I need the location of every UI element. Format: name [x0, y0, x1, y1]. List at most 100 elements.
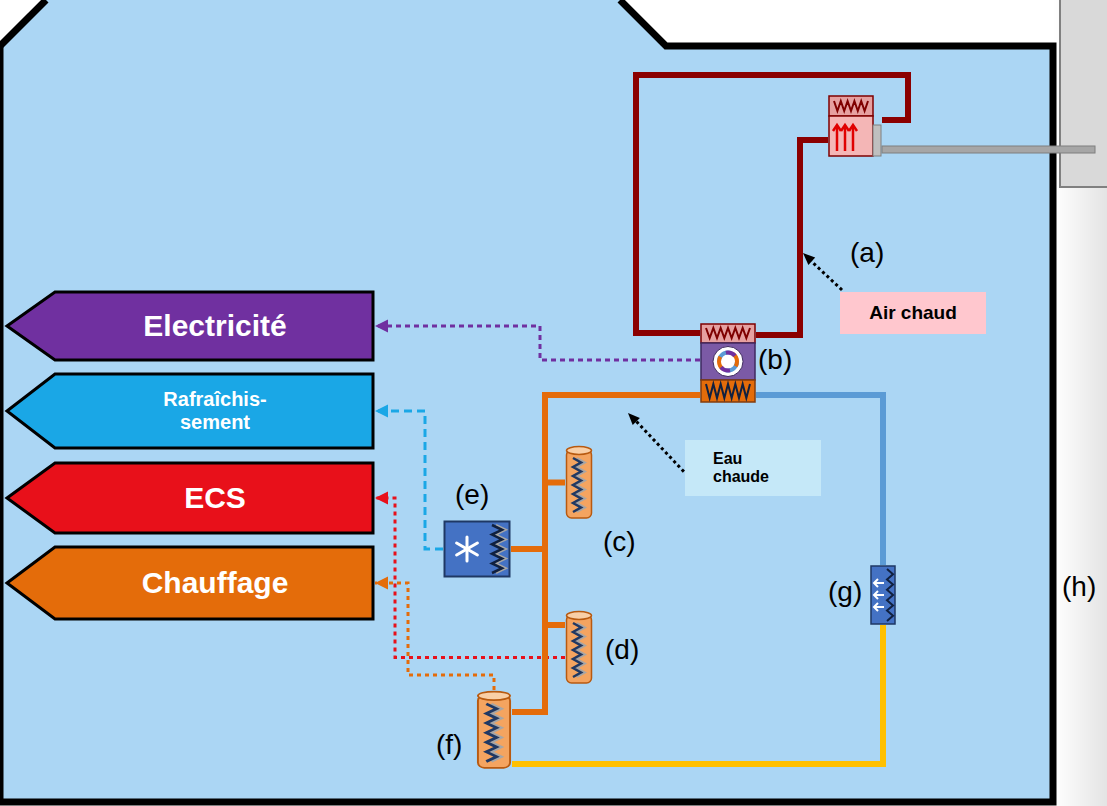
- icon-part: [849, 125, 857, 131]
- component-icon: [443, 520, 511, 578]
- component-icon: [828, 95, 882, 157]
- icon-part: [871, 566, 895, 624]
- arrowhead: [375, 405, 388, 418]
- arrowhead: [375, 320, 388, 333]
- storage-tank: (d): [565, 610, 593, 685]
- arrowhead: [375, 492, 388, 505]
- energy-flow-arrow: [375, 405, 443, 550]
- callout-text: Eau chaude: [713, 450, 793, 487]
- icon-part: [713, 347, 743, 377]
- leader-arrowhead: [628, 413, 640, 425]
- icon-part: [457, 543, 478, 555]
- icon-part: [834, 101, 868, 111]
- icon-part: [887, 569, 893, 621]
- icon-part: [719, 353, 737, 371]
- house-body: [0, 0, 1053, 802]
- icon-part: [852, 126, 855, 151]
- arrow-outline: [7, 292, 373, 360]
- icon-part: [874, 579, 884, 611]
- icon-part: [719, 353, 737, 371]
- roof-line: [0, 0, 46, 46]
- icon-part: [492, 525, 502, 573]
- icon-part: [701, 343, 755, 380]
- storage-tank: (c): [565, 445, 593, 520]
- chimney: [1060, 0, 1107, 187]
- energy-flow-arrow: [375, 492, 565, 658]
- icon-part: [573, 623, 581, 677]
- callout-number: (c): [603, 527, 636, 558]
- pipe-line: [545, 395, 700, 625]
- callout-number: (g): [828, 577, 862, 608]
- icon-part: [478, 695, 510, 768]
- icon-part: [445, 522, 510, 577]
- icon-part: [573, 458, 581, 512]
- icon-part: [833, 125, 857, 151]
- arrow-label-area: ECS: [55, 461, 375, 535]
- callout-box: Air chaud: [840, 292, 986, 334]
- output-arrow: Electricité: [5, 290, 375, 362]
- pipe-connector: [512, 395, 700, 712]
- component-icon: [565, 610, 593, 685]
- arrow-label-area: Electricité: [55, 290, 375, 362]
- icon-part: [567, 450, 592, 518]
- icon-part: [706, 328, 750, 338]
- arrow-outline: [7, 374, 373, 448]
- leader-line: [810, 260, 842, 290]
- callout-number: (a): [850, 238, 884, 269]
- energy-flow-arrow: [375, 577, 494, 691]
- chiller-unit: (e): [443, 520, 511, 578]
- icon-part: [833, 125, 841, 131]
- callout-number: (f): [436, 730, 462, 761]
- output-label: ECS: [184, 481, 246, 516]
- component-icon: [565, 445, 593, 520]
- energy-flow-arrow: [375, 320, 700, 361]
- output-label: Chauffage: [142, 566, 289, 601]
- pipe-connector: [511, 395, 700, 549]
- arrow-label-area: Chauffage: [55, 545, 375, 621]
- callout-number: (d): [605, 635, 639, 666]
- heat-exchanger: (g): [870, 565, 896, 625]
- dotted-line: [375, 498, 565, 658]
- icon-part: [829, 96, 873, 116]
- heater-unit: (a): [828, 95, 882, 157]
- flue-pipe: [882, 146, 1095, 153]
- icon-part: [577, 623, 585, 677]
- icon-part: [844, 126, 847, 151]
- icon-part: [457, 537, 478, 561]
- icon-part: [701, 324, 755, 343]
- dotted-line: [375, 583, 494, 690]
- icon-part: [874, 603, 878, 611]
- leader-arrowhead: [803, 253, 815, 265]
- output-label: Electricité: [143, 309, 286, 344]
- component-icon: [476, 690, 512, 770]
- icon-part: [829, 116, 873, 156]
- output-arrow: Rafraîchis- sement: [5, 372, 375, 450]
- icon-part: [567, 612, 592, 620]
- output-arrow: Chauffage: [5, 545, 375, 621]
- leader-line: [636, 421, 688, 476]
- icon-part: [841, 125, 849, 131]
- pipe-line: [511, 395, 700, 549]
- icon-part: [874, 591, 878, 599]
- output-arrow: ECS: [5, 461, 375, 535]
- arrow-outline: [7, 547, 373, 619]
- icon-part: [873, 125, 881, 156]
- component-icon: [700, 323, 756, 403]
- icon-part: [567, 447, 592, 455]
- house-wall: [0, 0, 1053, 802]
- cogeneration-unit: (b): [700, 323, 756, 403]
- icon-part: [577, 458, 585, 512]
- callout-number: (b): [758, 345, 792, 376]
- icon-part: [874, 579, 878, 587]
- icon-part: [457, 543, 478, 555]
- arrow-label-area: Rafraîchis- sement: [55, 372, 375, 450]
- callout-number: (h): [1062, 572, 1096, 603]
- storage-tank: (f): [476, 690, 512, 770]
- output-label: Rafraîchis- sement: [150, 388, 280, 434]
- callout-number: (e): [455, 480, 489, 511]
- icon-part: [491, 704, 501, 762]
- callout-box: Eau chaude: [685, 440, 821, 496]
- icon-part: [567, 615, 592, 683]
- icon-part: [478, 692, 510, 701]
